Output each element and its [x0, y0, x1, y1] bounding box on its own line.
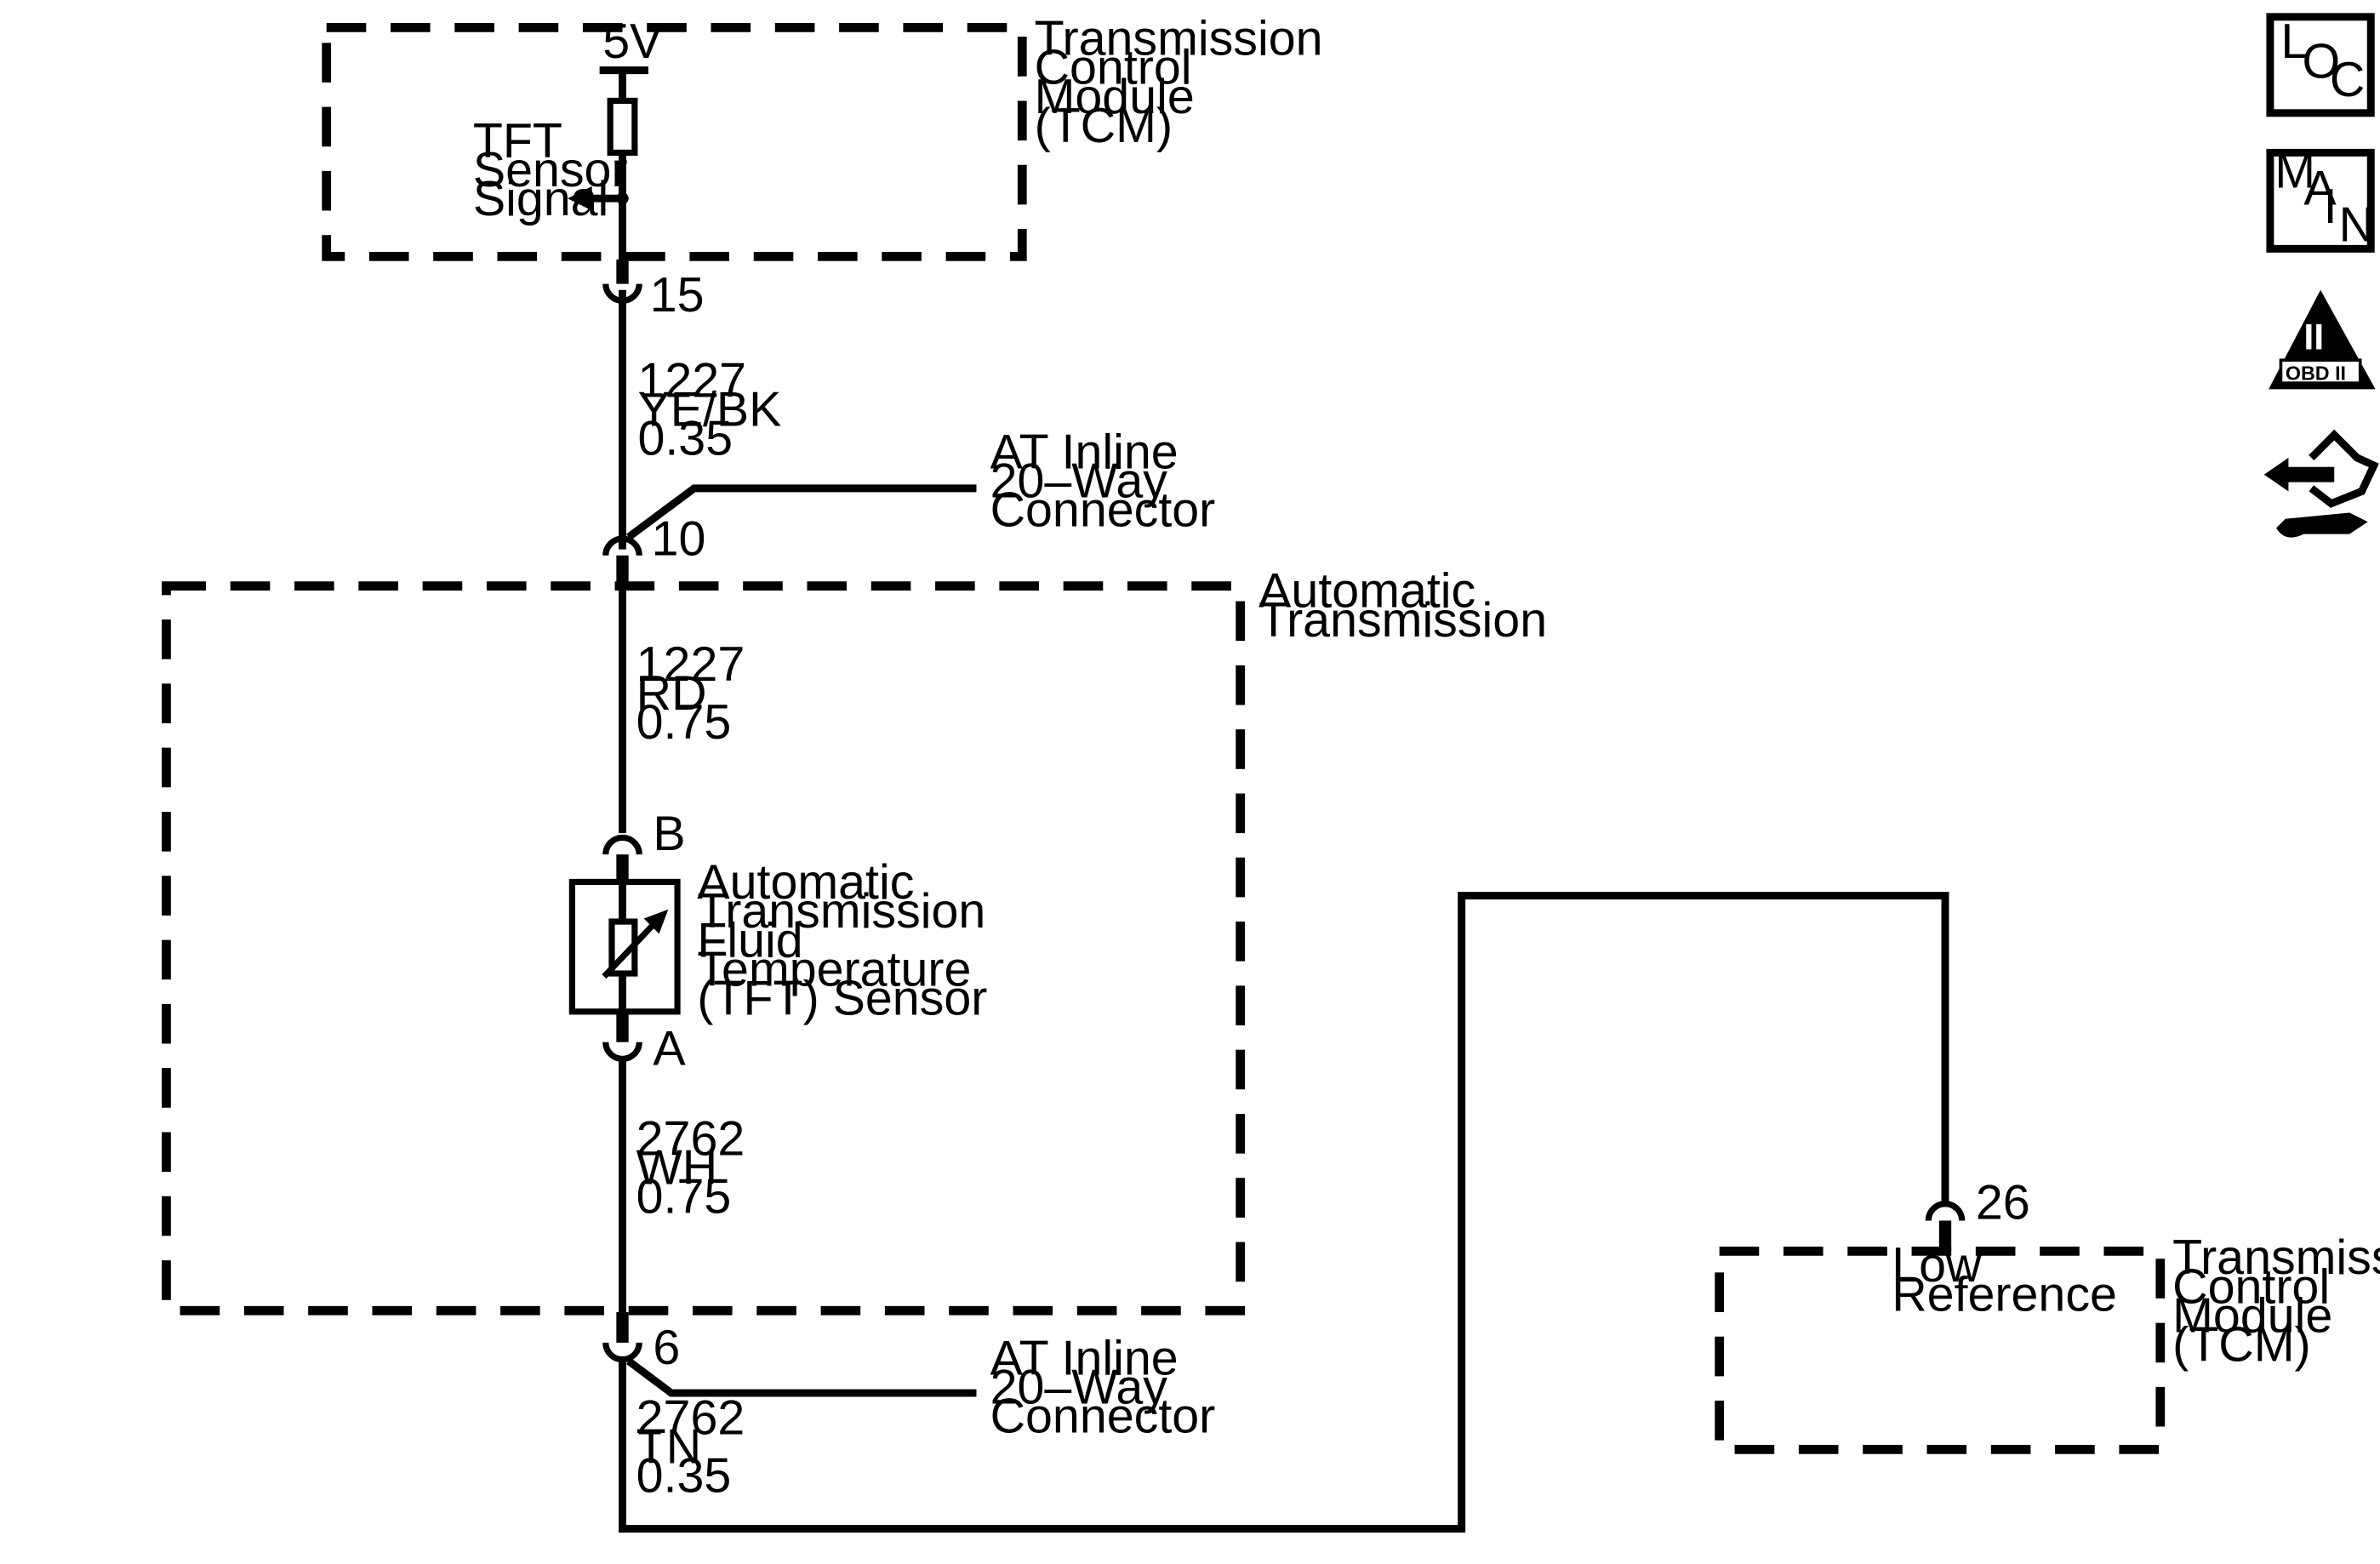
pin-b-stub — [616, 854, 629, 886]
signal-arrow-icon — [567, 186, 592, 211]
pin-10-terminal: 10 — [602, 512, 706, 586]
pin-26-label: 26 — [1976, 1176, 2030, 1230]
pin-a-label: A — [653, 1022, 686, 1076]
automatic-transmission-label: Automatic Transmission — [1258, 564, 1547, 648]
obd-ii-button[interactable]: II OBD II — [2269, 289, 2376, 390]
tcm-top-box — [322, 23, 1027, 261]
low-reference-label: Low Reference — [1892, 1238, 2117, 1321]
connector-harness-button[interactable] — [2263, 429, 2379, 538]
supply-voltage-label: 5V — [602, 14, 662, 69]
connector-harness-icon — [2263, 429, 2379, 538]
tcm-top-module: Transmission Control Module (TCM) 5V TFT… — [322, 12, 1337, 263]
pin-6-stub — [616, 1312, 629, 1343]
svg-text:L: L — [2280, 14, 2308, 69]
svg-text:O: O — [2303, 35, 2341, 89]
svg-text:OBD II: OBD II — [2286, 362, 2346, 385]
inline-connector-upper-leader — [626, 484, 977, 540]
pin-26-stub — [1938, 1220, 1952, 1252]
main-button[interactable]: M A I N — [2266, 145, 2375, 253]
tft-signal-label: TFT Sensor Signal — [473, 114, 642, 226]
pin-a-terminal: A — [602, 1011, 686, 1076]
location-icon — [2266, 13, 2375, 117]
loc-button[interactable]: L O C — [2266, 13, 2375, 117]
inline-connector-upper-label: AT Inline 20–Way Connector — [990, 425, 1216, 538]
pin-a-stub — [616, 1011, 629, 1042]
tcm-bottom-label: Transmission Control Module (TCM) — [2172, 1230, 2380, 1372]
pin-26-cup — [1925, 1201, 1966, 1221]
wire-2762-wh-label: 2762 WH 0.75 — [636, 1111, 759, 1224]
inline-connector-lower-leader — [626, 1357, 977, 1397]
pin-a-cup — [602, 1042, 642, 1062]
tcm-bottom-box — [1715, 1246, 2166, 1454]
main-menu-icon — [2266, 148, 2375, 253]
pin-b-cup — [602, 834, 642, 855]
pin-26-terminal: 26 — [1925, 1176, 2030, 1252]
variable-resistor-arrow-icon — [602, 916, 662, 979]
wire-1227-rd-label: 1227 RD 0.75 — [636, 637, 759, 750]
pin-10-stub — [616, 555, 629, 586]
pin-15-label: 15 — [650, 268, 705, 323]
wire-2762-tn — [619, 892, 1949, 1533]
pin-6-cup — [602, 1342, 642, 1363]
pin-15-terminal: 15 — [602, 259, 705, 323]
automatic-transmission-box — [162, 581, 1246, 1316]
pin-b-label: B — [653, 807, 685, 861]
pin-10-label: 10 — [652, 512, 706, 567]
svg-text:M: M — [2274, 145, 2315, 199]
variable-arrow-head-icon — [643, 909, 669, 934]
pin-b-terminal: B — [602, 807, 686, 886]
wire-2762-tn-label: 2762 TN 0.35 — [636, 1390, 759, 1503]
pin-6-terminal: 6 — [602, 1312, 680, 1375]
inline-connector-lower-label: AT Inline 20–Way Connector — [990, 1332, 1216, 1444]
pin-6-label: 6 — [653, 1321, 680, 1375]
svg-text:N: N — [2339, 197, 2374, 252]
svg-text:A: A — [2303, 161, 2337, 215]
tft-sensor — [568, 878, 681, 1015]
wire-1227-ye-bk-label: 1227 YE/BK 0.35 — [637, 353, 795, 465]
svg-text:C: C — [2330, 53, 2365, 107]
svg-text:II: II — [2303, 317, 2324, 358]
tcm-top-label: Transmission Control Module (TCM) — [1035, 12, 1337, 153]
pin-15-stub — [616, 259, 629, 284]
tft-sensor-label: Automatic Transmission Fluid Temperature… — [697, 855, 999, 1025]
svg-text:I: I — [2324, 180, 2337, 234]
pin-10-cup — [602, 535, 642, 557]
